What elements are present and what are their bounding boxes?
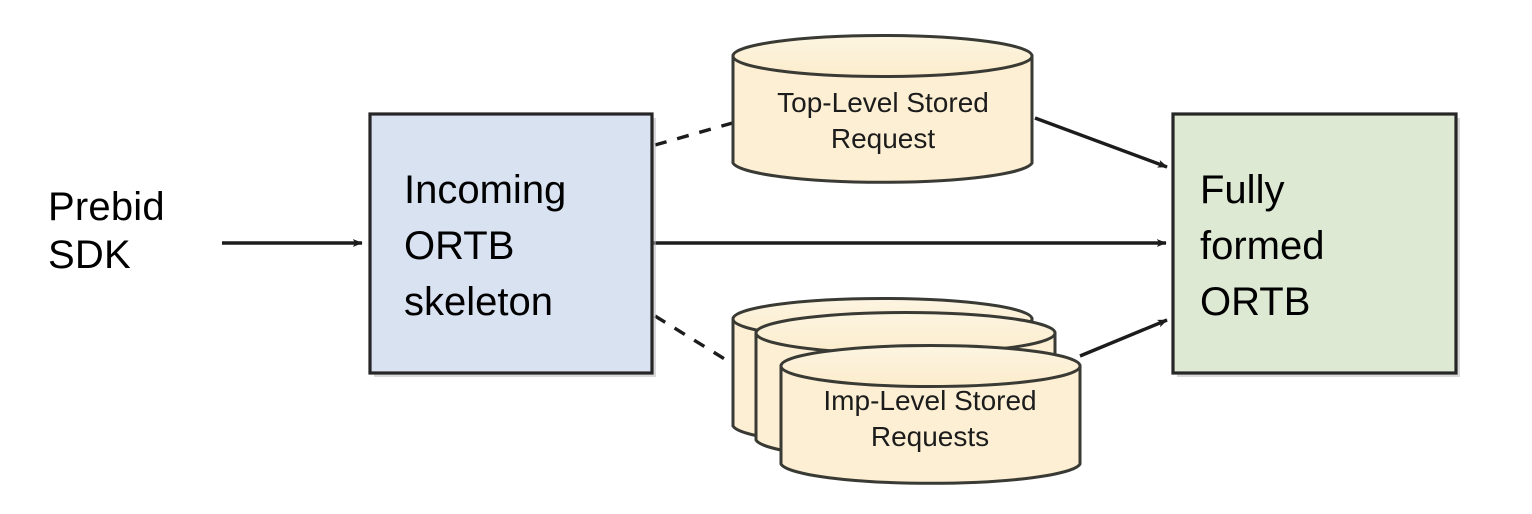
edge-skeleton-to-imp-stored <box>654 314 737 368</box>
node-incoming-ortb-skeleton[interactable] <box>368 112 656 377</box>
node-fully-formed-ortb[interactable] <box>1171 112 1460 377</box>
edge-top-stored-to-ortb <box>1034 116 1168 169</box>
edge-imp-stored-to-ortb <box>1079 318 1168 358</box>
edge-skeleton-to-top-stored <box>654 120 737 147</box>
node-top-level-stored-request[interactable] <box>731 34 1034 184</box>
node-imp-level-stored-requests[interactable] <box>731 297 1082 485</box>
